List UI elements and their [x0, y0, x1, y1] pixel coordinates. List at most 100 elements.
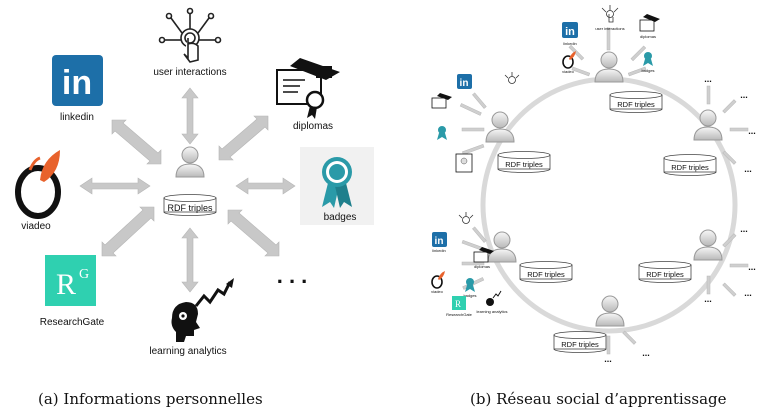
badge-icon [437, 126, 447, 140]
certificate-icon [455, 153, 473, 173]
svg-text:...: ... [740, 90, 748, 100]
arrow-learning-analytics [181, 227, 199, 293]
top-node-sources: in linkedin user interactions diplomas v… [562, 5, 660, 74]
svg-text:in: in [435, 236, 444, 247]
node-left-bottom: RDF triples [487, 231, 573, 283]
svg-text:user interactions: user interactions [595, 26, 624, 31]
linkedin-icon [457, 74, 472, 89]
brain-chart-icon [486, 290, 502, 306]
center-person-icon [175, 146, 205, 178]
network-ring [480, 76, 738, 334]
svg-text:badges: badges [641, 68, 654, 73]
linkedin-icon [52, 55, 103, 106]
more-sources-ellipsis: . . . [277, 263, 308, 288]
touch-network-icon [158, 7, 222, 63]
badge-icon [643, 52, 653, 66]
arrow-viadeo [79, 177, 151, 195]
node-right-bottom: RDF triples [638, 229, 723, 283]
svg-text:...: ... [604, 354, 612, 364]
linkedin-icon [562, 22, 578, 38]
badge-icon [322, 157, 352, 208]
panel-a: RDF triples in linkedin user interaction… [15, 7, 374, 357]
svg-text:...: ... [744, 164, 752, 174]
linkedin-label: linkedin [60, 112, 94, 123]
svg-text:viadeo: viadeo [431, 289, 444, 294]
svg-text:in: in [460, 78, 469, 89]
node-left-top: RDF triples [485, 111, 551, 173]
node-label: RDF triples [561, 340, 599, 349]
panel-b: RDF triples RDF triples RDF triples RDF … [431, 5, 756, 364]
source-badges: badges [300, 147, 374, 225]
caption-b: (b) Réseau social d’apprentissage [470, 390, 727, 408]
researchgate-icon [45, 255, 96, 306]
diploma-icon [276, 58, 340, 119]
panel-a-arrows [79, 87, 296, 293]
svg-text:viadeo: viadeo [562, 69, 575, 74]
touch-network-icon [504, 72, 520, 84]
badge-icon [465, 278, 475, 292]
node-label: RDF triples [527, 270, 565, 279]
arrow-more [227, 209, 280, 257]
svg-text:diplomas: diplomas [640, 34, 656, 39]
source-diplomas: diplomas [276, 58, 340, 132]
svg-text:badges: badges [463, 293, 476, 298]
left-bottom-node-sources: in linkedin diplomas viadeo badges R Res… [431, 212, 507, 317]
svg-text:R: R [56, 268, 76, 301]
source-researchgate: R G ResearchGate [40, 255, 105, 328]
node-right-top: RDF triples [663, 109, 723, 176]
diploma-icon [431, 93, 452, 109]
user-interactions-label: user interactions [153, 67, 226, 78]
svg-text:ResearchGate: ResearchGate [446, 312, 473, 317]
touch-network-icon [601, 5, 619, 23]
person-icon [594, 51, 624, 83]
svg-text:...: ... [642, 348, 650, 358]
diploma-icon [639, 14, 660, 32]
arrow-user-interactions [181, 87, 199, 145]
caption-a: (a) Informations personnelles [38, 390, 263, 408]
svg-text:G: G [79, 267, 89, 282]
svg-text:diplomas: diplomas [474, 264, 490, 269]
researchgate-icon [452, 296, 466, 310]
svg-text:...: ... [744, 288, 752, 298]
arrow-linkedin [111, 119, 162, 165]
touch-network-icon [458, 212, 474, 224]
source-viadeo: viadeo [15, 150, 61, 232]
node-label: RDF triples [617, 100, 655, 109]
center-label: RDF triples [167, 203, 213, 213]
arrow-diplomas [218, 115, 269, 161]
badges-label: badges [324, 212, 357, 223]
node-label: RDF triples [505, 160, 543, 169]
panel-b-ellipses: ... ... ... ... ... ... ... ... ... ... [604, 74, 756, 364]
diplomas-label: diplomas [293, 121, 333, 132]
svg-text:...: ... [748, 126, 756, 136]
svg-text:R: R [455, 299, 461, 309]
node-label: RDF triples [646, 270, 684, 279]
arrow-badges [235, 177, 296, 195]
diploma-icon [473, 247, 494, 263]
viadeo-icon [431, 271, 445, 289]
node-bottom: RDF triples [553, 295, 625, 353]
svg-text:linkedin: linkedin [432, 248, 446, 253]
linkedin-icon [432, 232, 447, 247]
svg-text:linkedin: linkedin [563, 41, 577, 46]
viadeo-icon [15, 150, 61, 219]
viadeo-label: viadeo [21, 221, 51, 232]
svg-text:...: ... [748, 262, 756, 272]
node-top: RDF triples [594, 51, 663, 113]
brain-chart-icon [171, 278, 234, 342]
svg-text:...: ... [704, 74, 712, 84]
svg-text:learning analytics: learning analytics [477, 309, 508, 314]
arrow-researchgate [101, 206, 155, 257]
researchgate-label: ResearchGate [40, 317, 105, 328]
source-linkedin: in linkedin [52, 55, 103, 123]
svg-text:in: in [62, 64, 92, 102]
person-icon [693, 229, 723, 261]
left-top-node-sources: in [431, 72, 520, 173]
svg-text:...: ... [740, 224, 748, 234]
source-user-interactions: user interactions [153, 7, 227, 78]
source-learning-analytics: learning analytics [149, 278, 234, 357]
svg-text:in: in [565, 26, 575, 38]
person-icon [595, 295, 625, 327]
svg-text:...: ... [704, 294, 712, 304]
